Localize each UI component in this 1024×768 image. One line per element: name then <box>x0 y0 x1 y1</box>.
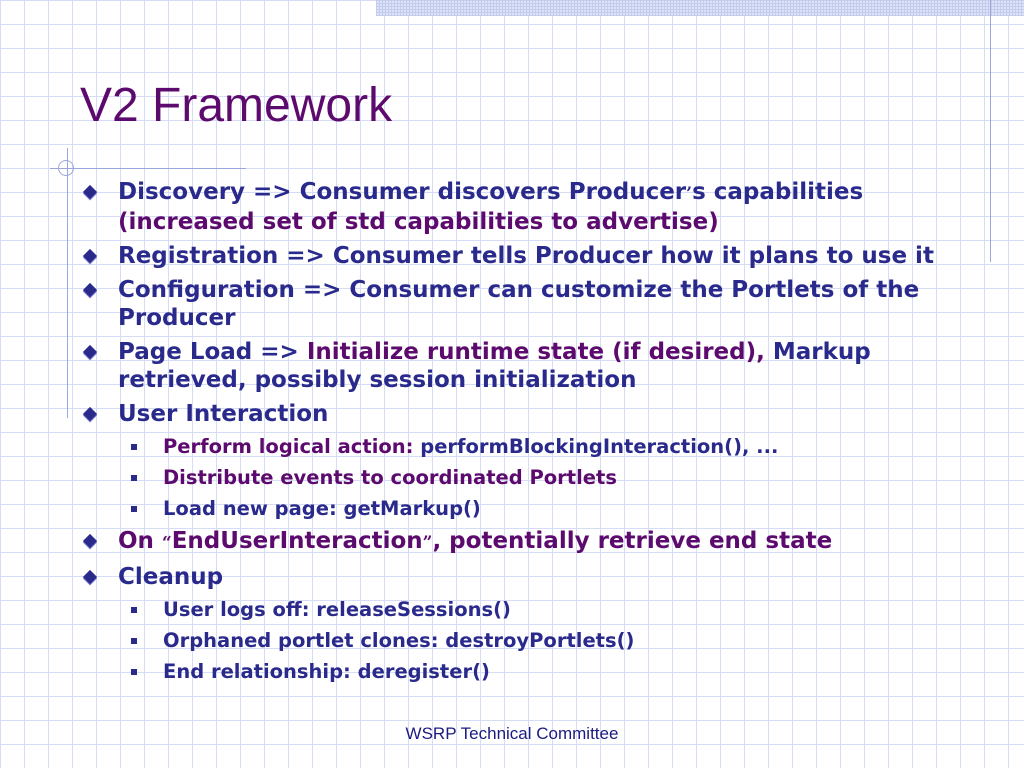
sub-bullet-text: Distribute events to coordinated Portlet… <box>163 466 617 489</box>
bullet-text: EndUserInteraction <box>171 528 423 554</box>
bullet-text: Page Load => <box>118 339 307 365</box>
sub-bullet-text: End relationship: deregister() <box>163 660 490 683</box>
sub-bullet-orphaned-clones: Orphaned portlet clones: destroyPortlets… <box>126 628 980 653</box>
right-vertical-rule <box>990 0 991 262</box>
bullet-text: User Interaction <box>118 401 329 427</box>
bullet-configuration: Configuration => Consumer can customize … <box>80 276 980 332</box>
title-underline-rule <box>50 168 246 169</box>
square-bullet-icon <box>131 444 137 450</box>
sub-bullet-text: Perform logical action: <box>163 435 421 458</box>
bullet-text: s capabilities <box>692 179 864 205</box>
sub-bullet-load-page: Load new page: getMarkup() <box>126 496 980 521</box>
diamond-bullet-icon <box>82 344 98 360</box>
open-quote: “ <box>161 533 172 553</box>
diamond-bullet-icon <box>82 533 98 549</box>
bullet-end-user-interaction: On “EndUserInteraction”, potentially ret… <box>80 527 980 557</box>
bullet-text: , potentially retrieve end state <box>432 528 833 554</box>
square-bullet-icon <box>131 607 137 613</box>
sub-bullet-user-logs-off: User logs off: releaseSessions() <box>126 597 980 622</box>
bullet-text-highlight: Initialize runtime state (if desired), <box>306 339 765 365</box>
top-decor-band <box>376 0 1024 16</box>
diamond-bullet-icon <box>82 406 98 422</box>
close-quote: ” <box>422 533 433 553</box>
bullet-text-highlight: (increased set of std capabilities to ad… <box>118 209 719 235</box>
slide-title: V2 Framework <box>80 79 393 132</box>
slide-footer: WSRP Technical Committee <box>405 724 619 743</box>
bullet-text: Configuration => Consumer can customize … <box>118 277 920 331</box>
diamond-bullet-icon <box>82 184 98 200</box>
corner-circle-decor <box>58 160 74 176</box>
bullet-text: Registration => Consumer tells Producer … <box>118 243 934 269</box>
apostrophe: ’ <box>686 184 693 204</box>
bullet-text: Cleanup <box>118 564 224 590</box>
sub-bullet-text: Orphaned portlet clones: destroyPortlets… <box>163 629 635 652</box>
sub-bullet-text: Load new page: getMarkup() <box>163 497 481 520</box>
sub-bullet-distribute-events: Distribute events to coordinated Portlet… <box>126 465 980 490</box>
bullet-discovery: Discovery => Consumer discovers Producer… <box>80 178 980 236</box>
square-bullet-icon <box>131 475 137 481</box>
diamond-bullet-icon <box>82 569 98 585</box>
diamond-bullet-icon <box>82 282 98 298</box>
sub-bullet-text: User logs off: releaseSessions() <box>163 598 511 621</box>
bullet-text: Markup retrieved, possibly session initi… <box>118 339 871 393</box>
bullet-user-interaction: User Interaction <box>80 400 980 428</box>
diamond-bullet-icon <box>82 248 98 264</box>
left-vertical-rule <box>67 148 68 418</box>
sub-bullet-text: performBlockingInteraction(), ... <box>420 435 779 458</box>
bullet-text: On <box>118 528 162 554</box>
bullet-page-load: Page Load => Initialize runtime state (i… <box>80 338 980 394</box>
sub-bullet-perform-action: Perform logical action: performBlockingI… <box>126 434 980 459</box>
square-bullet-icon <box>131 669 137 675</box>
bullet-registration: Registration => Consumer tells Producer … <box>80 242 980 270</box>
sub-bullet-end-relationship: End relationship: deregister() <box>126 659 980 684</box>
bullet-text: Discovery => Consumer discovers Producer <box>118 179 687 205</box>
square-bullet-icon <box>131 506 137 512</box>
bullet-list: Discovery => Consumer discovers Producer… <box>80 172 980 684</box>
bullet-cleanup: Cleanup <box>80 563 980 591</box>
square-bullet-icon <box>131 638 137 644</box>
